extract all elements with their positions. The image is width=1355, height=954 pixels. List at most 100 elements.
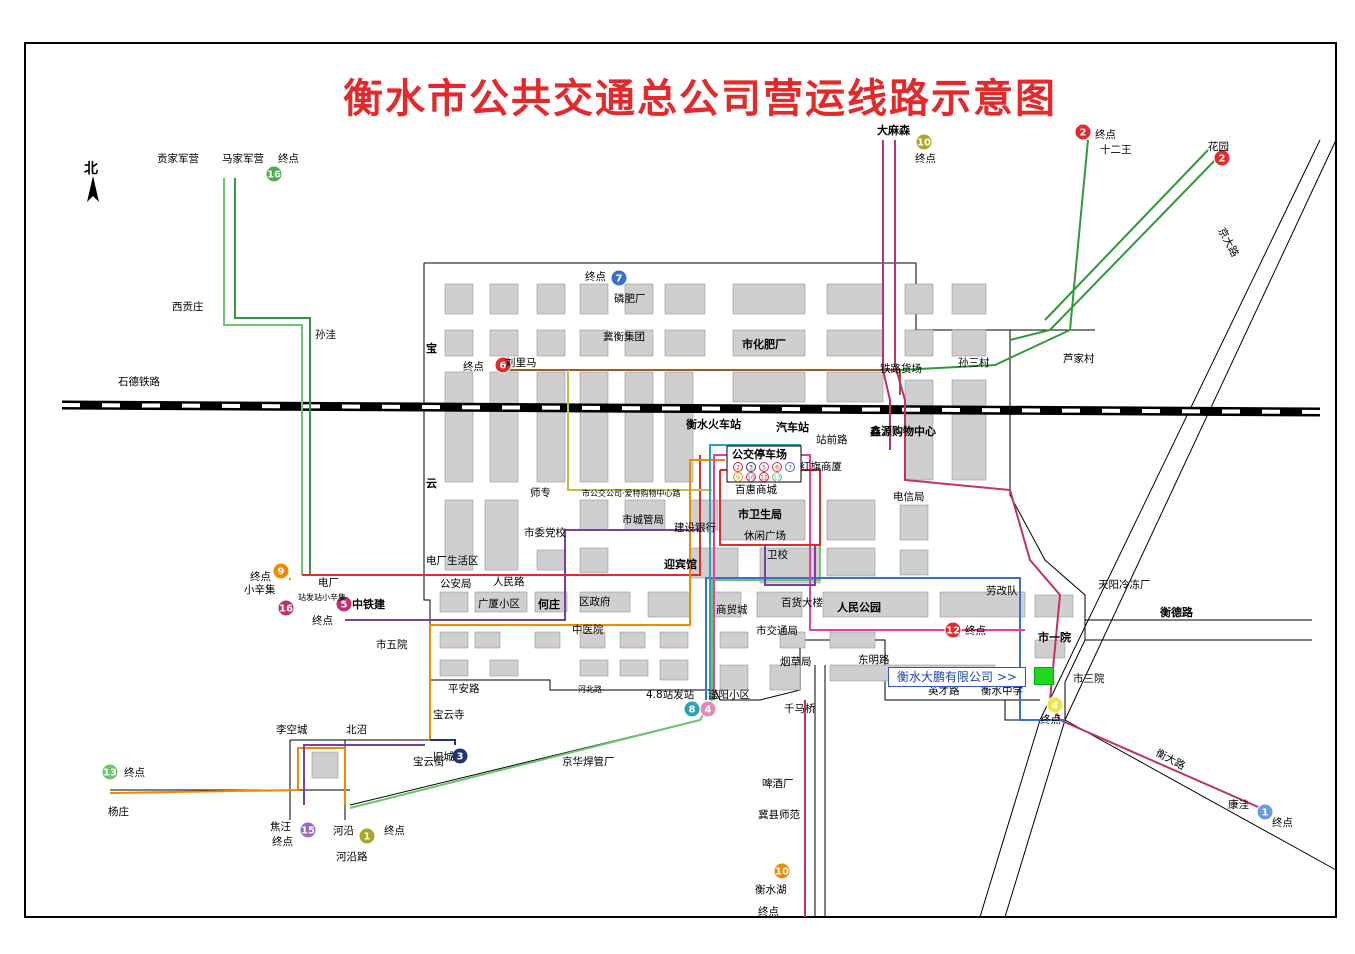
route-pin-p7 [610, 269, 628, 287]
label-xigongzhuang: 西贡庄 [172, 300, 204, 313]
label-shisanyuan: 市三院 [1073, 672, 1105, 685]
label-yingcai: 英才路 [928, 684, 960, 697]
label-linfei: 磷肥厂 [614, 292, 646, 305]
route-pin-label-p2b: 2 [1219, 154, 1226, 165]
route-navy [430, 739, 456, 745]
label-renmin-lu: 人民路 [493, 575, 525, 588]
label-laogaidui: 劳改队 [986, 584, 1018, 597]
route-pin-label-p7: 7 [616, 274, 623, 285]
label-hongqi: 红旗商厦 [800, 460, 842, 473]
railway [61, 400, 1321, 417]
label-zhongdian-6: 终点 [463, 360, 484, 373]
label-qianma: 千马桥 [784, 703, 816, 715]
route-16 [223, 178, 303, 575]
map-title: 衡水市公共交通总公司营运线路示意图 [343, 75, 1057, 122]
depot-route-pin [746, 472, 756, 482]
route-pin-label-p3: 3 [457, 752, 464, 763]
route-orange [429, 459, 725, 740]
label-hengde: 衡德路 [1160, 605, 1194, 619]
map-labels: 贡家军营 马家军营 终点 西贡庄 孙洼 石德铁路 大麻森 终点 终点 十二王 花… [108, 123, 1293, 918]
depot-route-pin [772, 462, 782, 472]
label-shiweisheng: 市卫生局 [738, 507, 782, 521]
label-sunsancun: 孙三村 [958, 356, 990, 369]
route-pin-label-p10a: 10 [917, 138, 931, 149]
label-zhongdian-4: 终点 [1040, 713, 1061, 726]
route-pin-p16b [277, 599, 295, 617]
label-jinghua: 京华焊管厂 [562, 755, 615, 768]
label-hengshuihu: 衡水湖 [755, 884, 787, 896]
label-fazhan48: 4.8站发站 [646, 688, 695, 701]
route-pin-label-p6: 6 [500, 361, 507, 372]
label-damasen: 大麻森 [877, 123, 911, 137]
route-pin-p3 [451, 747, 469, 765]
label-shizhuan: 师专 [530, 486, 551, 499]
label-xiaoxin-fazhan: 站发站小辛集 [298, 592, 346, 602]
label-tielu: 铁路货场 [880, 362, 922, 375]
label-zhongdian-9: 终点 [250, 570, 271, 583]
depot-route-pin-label: 10 [747, 475, 755, 482]
route-pin-label-p1: 1 [364, 832, 371, 843]
label-zhongtiejian: 中铁建 [352, 597, 386, 611]
company-link[interactable]: 衡水大鹏有限公司 >> [888, 667, 1026, 687]
label-weixiao: 卫校 [767, 548, 788, 561]
label-baihuo: 百货大楼 [781, 596, 823, 609]
label-zhongdian-5: 终点 [312, 614, 333, 627]
label-hengshui-zhongxue: 衡水中学 [981, 684, 1023, 697]
route-pin-p4b [1046, 696, 1064, 714]
label-luja: 芦家村 [1063, 352, 1095, 365]
label-depot: 公交停车场 [732, 447, 787, 461]
label-hengshui-station: 衡水火车站 [686, 417, 741, 431]
label-jixian: 冀县师范 [758, 808, 800, 821]
depot-route-pin [733, 472, 743, 482]
label-shiwuyuan: 市五院 [376, 638, 408, 651]
route-pin-label-p4b: 4 [1052, 701, 1059, 712]
label-shiyiyuan: 市一院 [1038, 630, 1071, 644]
route-7 [567, 370, 712, 491]
label-bao: 宝 [426, 341, 437, 355]
route-15-b [303, 744, 425, 805]
arrow-up-icon [87, 176, 99, 202]
label-zhongyiyuan: 中医院 [572, 623, 604, 636]
label-guangsha: 广厦小区 [478, 598, 520, 610]
label-heyanlu: 河沿路 [336, 850, 368, 863]
label-sunwa: 孙洼 [315, 328, 336, 341]
label-shangmao: 商贸城 [716, 603, 748, 616]
depot-route-pin [759, 462, 769, 472]
label-zhongdian-11: 终点 [1272, 816, 1293, 829]
label-xiaoxinji: 小辛集 [244, 583, 276, 596]
label-xiuxian: 休闲广场 [744, 529, 786, 542]
route-pin-label-p15: 15 [301, 826, 315, 837]
label-dianchang-shenghuo: 电厂生活区 [426, 554, 479, 567]
depot-route-pin-label: 3 [749, 465, 753, 472]
label-zhongdian-10b: 终点 [758, 905, 779, 918]
route-pin-label-p13: 13 [103, 768, 117, 779]
green-location-marker [1034, 667, 1054, 685]
label-yun: 云 [426, 477, 437, 490]
label-baoyunsi: 宝云寺 [433, 708, 465, 721]
route-pin-label-p5: 5 [341, 600, 348, 611]
label-tianyang: 天阳冷冻厂 [1098, 578, 1151, 591]
label-zhongdian-1: 终点 [384, 824, 405, 837]
route-blue [705, 577, 1065, 721]
route-pin-p2a [1074, 123, 1092, 141]
route-2-b [1009, 154, 1221, 341]
route-pin-label-p16b: 16 [279, 604, 293, 615]
label-baoyun: 宝云街 [413, 755, 445, 768]
route-pin-p11 [1256, 803, 1274, 821]
label-dongming: 东明路 [858, 653, 890, 666]
route-2-c [1044, 149, 1209, 321]
route-pin-p16 [265, 165, 283, 183]
route-pin-label-p10b: 10 [775, 867, 789, 878]
label-zhongdian-7: 终点 [585, 270, 606, 283]
north-label: 北 [84, 161, 98, 177]
route-pin-p15 [299, 821, 317, 839]
label-gongjiao-note: 市公交公司·爱特购物中心路 [582, 488, 681, 498]
label-jiheng: 冀衡集团 [603, 330, 645, 343]
label-majia: 马家军营 [222, 152, 264, 165]
route-16-b [234, 178, 311, 575]
label-hebei-lu: 河北路 [578, 684, 602, 694]
label-baihui: 百惠商城 [735, 483, 777, 496]
depot-route-pin-label: 5 [762, 465, 766, 472]
label-shihua: 市化肥厂 [742, 337, 786, 351]
label-yancaoju: 烟草局 [780, 655, 812, 668]
